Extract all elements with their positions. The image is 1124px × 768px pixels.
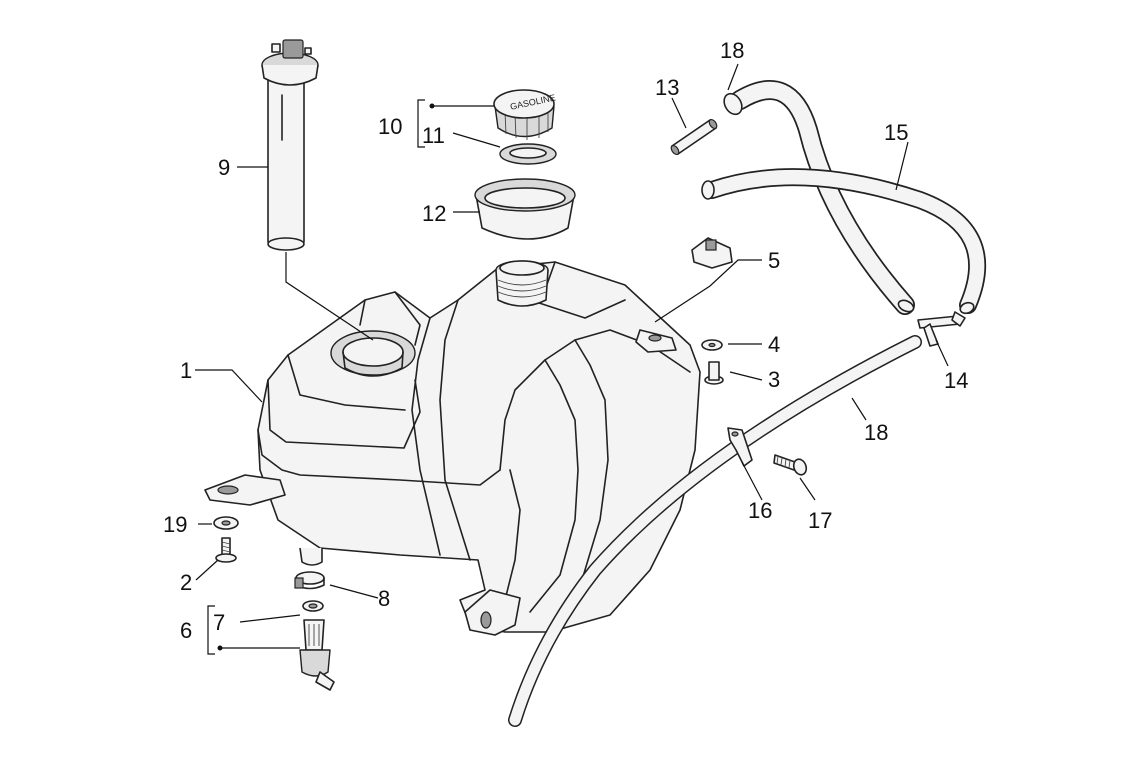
fuel-tank [204,260,701,636]
group-bracket-6 [207,605,300,655]
screw-17 [773,454,808,476]
o-ring-7 [302,600,324,612]
bottom-mount-bracket [464,589,521,636]
label-part-17: 17 [808,508,832,533]
filler-neck [495,260,549,307]
fuel-tap-6 [299,619,335,691]
vent-hose-18-lower [508,335,922,727]
cap-gasket [499,143,557,165]
hose-connector-13 [670,118,718,156]
label-part-1: 1 [180,358,192,383]
label-part-9: 9 [218,155,230,180]
washer-4 [701,339,723,351]
label-part-6: 6 [180,618,192,643]
left-mount-bracket [204,474,286,506]
label-part-12: 12 [422,201,446,226]
leader-lines [195,63,949,623]
label-part-15: 15 [884,120,908,145]
right-mount-bracket [635,329,677,353]
hose-clamp-8 [294,571,325,590]
label-part-14: 14 [944,368,968,393]
label-part-16: 16 [748,498,772,523]
screw-3 [704,361,724,385]
label-part-3: 3 [768,367,780,392]
label-part-13: 13 [655,75,679,100]
vent-hose-15 [701,168,987,315]
label-part-18-lower: 18 [864,420,888,445]
label-part-10: 10 [378,114,402,139]
label-part-11: 11 [422,123,445,148]
label-part-18-upper: 18 [720,38,744,63]
fuel-level-sender [261,39,319,251]
label-part-7: 7 [213,610,225,635]
washer-19 [213,516,239,530]
vent-hose-18-upper [723,80,915,315]
screw-2 [215,537,237,563]
filler-funnel-ring [474,178,576,240]
label-part-4: 4 [768,332,780,357]
group-bracket-10 [417,99,435,148]
label-part-19: 19 [163,512,187,537]
part-labels: 1 2 3 4 5 6 7 8 9 10 11 12 13 14 15 16 1… [163,38,968,643]
label-part-2: 2 [180,570,192,595]
label-part-5: 5 [768,248,780,273]
label-part-8: 8 [378,586,390,611]
t-fitting-14 [917,311,966,347]
fuel-cap: GASOLINE [493,89,556,140]
clip-nut [691,237,733,269]
